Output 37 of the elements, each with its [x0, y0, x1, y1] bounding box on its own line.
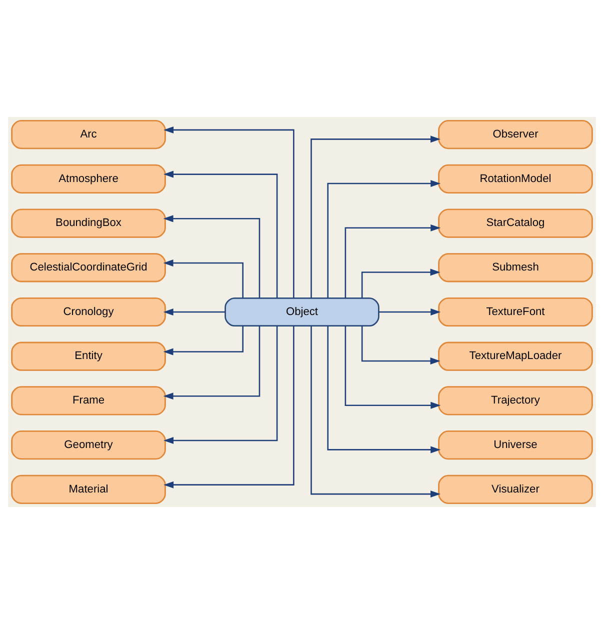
- node-box: Trajectory: [438, 386, 593, 415]
- arrow: [310, 135, 441, 298]
- node-box: CelestialCoordinateGrid: [11, 252, 166, 282]
- node-box: Frame: [11, 386, 166, 415]
- arrow: [378, 308, 441, 315]
- arrow: [163, 308, 226, 315]
- node-box: TextureFont: [438, 296, 593, 326]
- arrow: [163, 214, 260, 298]
- node-box: Cronology: [11, 296, 166, 326]
- node-box: Atmosphere: [11, 164, 166, 193]
- node-box: Object: [224, 296, 380, 326]
- arrow: [164, 326, 294, 488]
- arrow: [344, 326, 441, 408]
- node-box: BoundingBox: [11, 208, 166, 238]
- node-box: RotationModel: [438, 164, 593, 193]
- node-box: Universe: [438, 430, 593, 460]
- node-box: Visualizer: [438, 474, 593, 504]
- arrow: [164, 126, 294, 298]
- node-box: TextureMapLoader: [438, 341, 593, 370]
- arrow: [361, 325, 440, 364]
- arrow: [163, 325, 260, 400]
- arrow: [163, 325, 244, 355]
- arrow: [164, 170, 278, 298]
- node-box: Observer: [438, 120, 593, 149]
- node-box: Entity: [11, 341, 166, 370]
- arrow: [327, 325, 441, 453]
- node-box: Submesh: [438, 252, 593, 282]
- node-box: Geometry: [11, 430, 166, 460]
- arrow: [163, 259, 244, 298]
- node-box: StarCatalog: [438, 208, 593, 238]
- arrow: [361, 268, 440, 298]
- arrow: [164, 326, 278, 444]
- arrow: [310, 325, 441, 498]
- arrow: [344, 224, 441, 298]
- node-box: Arc: [11, 120, 166, 149]
- node-box: Material: [11, 474, 166, 504]
- arrow: [327, 180, 441, 298]
